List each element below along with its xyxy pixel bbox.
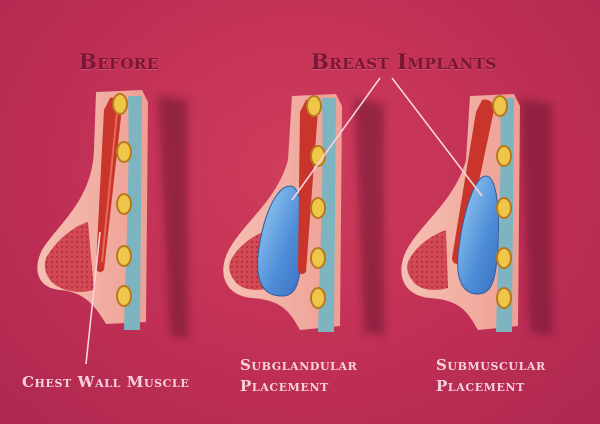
rib-oval — [496, 287, 512, 309]
rib-oval — [310, 247, 326, 269]
rib-oval — [116, 141, 132, 163]
before-panel — [37, 90, 188, 365]
implant-pointer-submuscular — [391, 77, 483, 197]
submuscular-pectoral-muscle — [452, 99, 494, 265]
subglandular-panel — [223, 94, 384, 336]
rib-oval — [496, 145, 512, 167]
submuscular-shadow — [520, 98, 552, 336]
subglandular-placement-label: Placement — [240, 377, 329, 395]
subglandular-caption: Subglandular Placement — [240, 355, 357, 397]
submuscular-panel — [401, 94, 552, 336]
implant-pointer-subglandular — [291, 77, 381, 201]
subglandular-ribs — [306, 95, 326, 309]
rib-oval — [496, 247, 512, 269]
rib-oval — [112, 93, 128, 115]
rib-oval — [492, 95, 508, 117]
rib-oval — [310, 145, 326, 167]
before-gland-tissue — [44, 222, 94, 292]
breast-implants-title: Breast Implants — [311, 49, 497, 74]
submuscular-gland-tissue — [407, 230, 448, 290]
chest-wall-muscle-caption: Chest Wall Muscle — [22, 372, 189, 393]
before-title: Before — [79, 49, 159, 74]
rib-oval — [116, 245, 132, 267]
subglandular-implant — [257, 185, 303, 297]
rib-oval — [310, 287, 326, 309]
before-shadow — [158, 95, 188, 340]
before-ribs — [112, 93, 132, 307]
chest-wall-muscle-pointer — [85, 231, 101, 365]
rib-oval — [306, 95, 322, 117]
rib-oval — [116, 193, 132, 215]
rib-oval — [310, 197, 326, 219]
subglandular-shadow — [354, 98, 384, 336]
rib-oval — [116, 285, 132, 307]
submuscular-ribs — [492, 95, 512, 309]
rib-oval — [496, 197, 512, 219]
submuscular-placement-label: Placement — [436, 377, 525, 395]
submuscular-label: Submuscular — [436, 356, 546, 374]
chest-wall-muscle-label: Chest Wall Muscle — [22, 373, 190, 391]
subglandular-label: Subglandular — [240, 356, 358, 374]
submuscular-caption: Submuscular Placement — [436, 355, 546, 397]
subglandular-pectoral-muscle — [298, 99, 318, 275]
